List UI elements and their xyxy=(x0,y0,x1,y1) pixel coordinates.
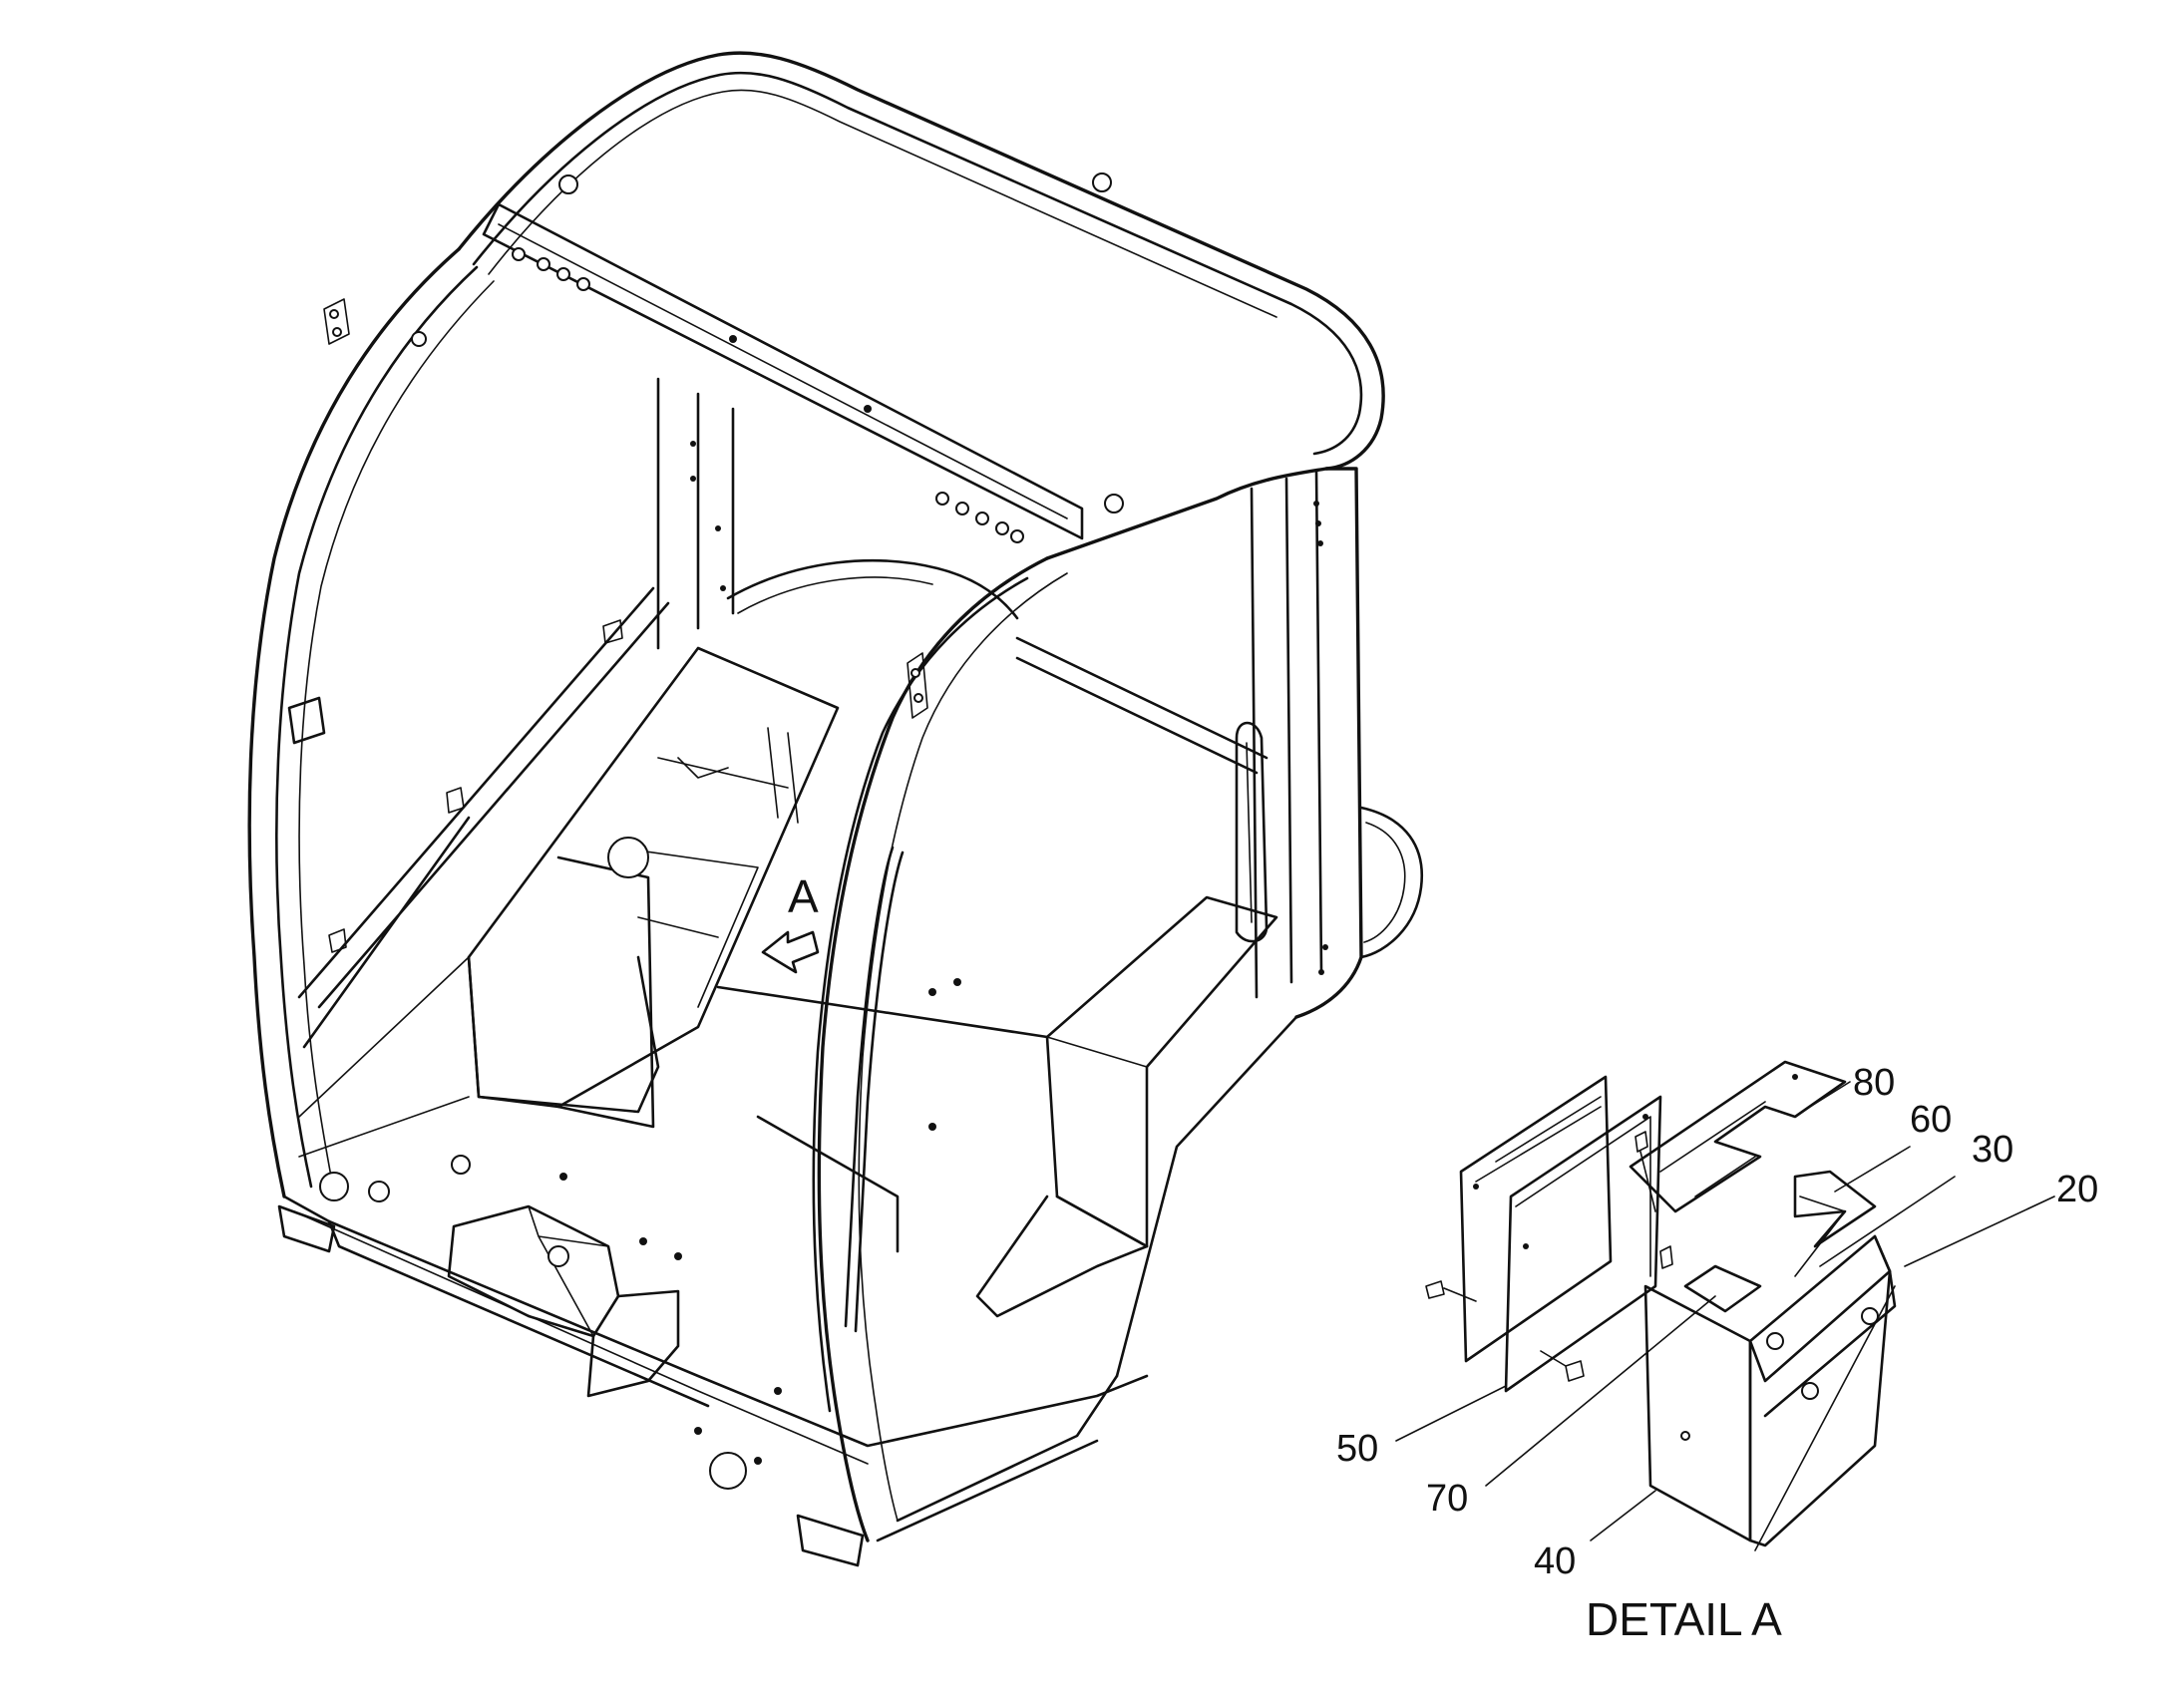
rear-wrap-inner xyxy=(1363,822,1406,943)
front-right-pillar-outer xyxy=(817,556,1049,1542)
callout-40: 40 xyxy=(1534,1540,1576,1582)
floor-plate-edge xyxy=(293,1210,869,1465)
front-left-pillar-outer xyxy=(247,247,461,1198)
view-arrow xyxy=(761,930,820,974)
front-left-pillar-inner2 xyxy=(298,280,495,1178)
part-70-tab xyxy=(1683,1264,1762,1313)
rear-cross-beam-edge xyxy=(498,223,1068,519)
rear-cross-beam xyxy=(482,202,1084,540)
door-frame-bottom xyxy=(876,1374,1119,1542)
part-50-plate xyxy=(1459,1075,1613,1363)
part-plate-2-edge xyxy=(1515,1116,1651,1277)
foot-right xyxy=(796,1514,865,1567)
rear-left-pillar xyxy=(656,377,735,650)
floor-holes xyxy=(319,978,961,1490)
rear-window-frame xyxy=(1015,636,1269,775)
console-port xyxy=(607,837,649,878)
left-clip-1 xyxy=(446,787,465,814)
callout-50: 50 xyxy=(1336,1428,1378,1470)
roof-panel-edge xyxy=(488,89,1277,318)
roof-nuts xyxy=(411,172,1124,513)
center-console-front xyxy=(556,855,655,1129)
floor-plate xyxy=(282,1195,1149,1448)
pedal-mount-hole xyxy=(547,1245,569,1267)
pedal-mount-top xyxy=(528,1205,609,1337)
pedal-mount xyxy=(447,1204,620,1338)
left-latch-block xyxy=(287,696,326,745)
door-grab-rail xyxy=(844,846,905,1333)
detail-title: DETAIL A xyxy=(1586,1593,1782,1645)
detail-a: 80 60 30 20 50 70 40 DETAIL A xyxy=(1336,1060,2098,1645)
rear-wrap xyxy=(1359,806,1424,959)
rear-arch xyxy=(726,558,1019,620)
center-console-inner xyxy=(617,757,789,1008)
rear-right-pillar-inner xyxy=(1250,469,1323,999)
door-frame-lower-right xyxy=(1115,1015,1298,1378)
pillar-fasteners xyxy=(323,298,1328,975)
handrail xyxy=(1235,721,1269,943)
floor-rear-step xyxy=(716,985,1049,1253)
part-20-hole-3 xyxy=(1861,1307,1879,1325)
part-50-plate-edge xyxy=(1475,1096,1602,1183)
seat-box xyxy=(1045,895,1278,1248)
left-box-edge xyxy=(298,956,470,1158)
front-right-pillar-inner2 xyxy=(858,572,1068,1522)
callout-30: 30 xyxy=(1972,1129,2013,1171)
part-20-hole-1 xyxy=(1766,1332,1784,1350)
left-clip-2 xyxy=(328,928,347,953)
left-clip-3 xyxy=(602,619,623,644)
console-bracket xyxy=(677,727,799,824)
part-20-hole-2 xyxy=(1801,1382,1819,1400)
seat-box-top xyxy=(1046,896,1277,1068)
roof-outer-edge xyxy=(457,51,1385,560)
seat-box-front xyxy=(975,1195,1149,1318)
view-label: A xyxy=(788,870,819,922)
part-60-bracket xyxy=(1793,1170,1877,1248)
cross-beam-holes xyxy=(512,247,1024,543)
part-60-bracket-edge xyxy=(1794,1196,1846,1277)
part-plate-2 xyxy=(1504,1095,1662,1393)
callout-70: 70 xyxy=(1426,1478,1468,1520)
part-20-side xyxy=(1763,1234,1897,1418)
cab-assembly: A xyxy=(247,51,1424,1567)
rear-arch-inner xyxy=(737,576,933,614)
roof-inner-edge xyxy=(472,71,1363,456)
handrail-inner xyxy=(1246,742,1253,923)
rear-right-pillar xyxy=(1294,467,1363,1019)
part-40-plate xyxy=(1643,1284,1752,1542)
foot-left xyxy=(277,1204,336,1253)
callout-80: 80 xyxy=(1853,1062,1895,1104)
part-40-hole xyxy=(1680,1431,1690,1441)
front-right-pillar-inner xyxy=(812,576,1029,1413)
part-80-bracket xyxy=(1629,1060,1847,1213)
left-box xyxy=(467,955,660,1114)
callout-20: 20 xyxy=(2056,1169,2098,1210)
callout-60: 60 xyxy=(1910,1099,1952,1141)
left-brace xyxy=(297,586,670,1049)
part-80-bracket-inner xyxy=(1659,1101,1766,1197)
detail-fasteners xyxy=(1425,1074,1798,1382)
front-left-pillar-inner xyxy=(275,265,479,1189)
leader-lines xyxy=(1395,1081,2055,1551)
pedal-mount-front xyxy=(586,1289,680,1398)
